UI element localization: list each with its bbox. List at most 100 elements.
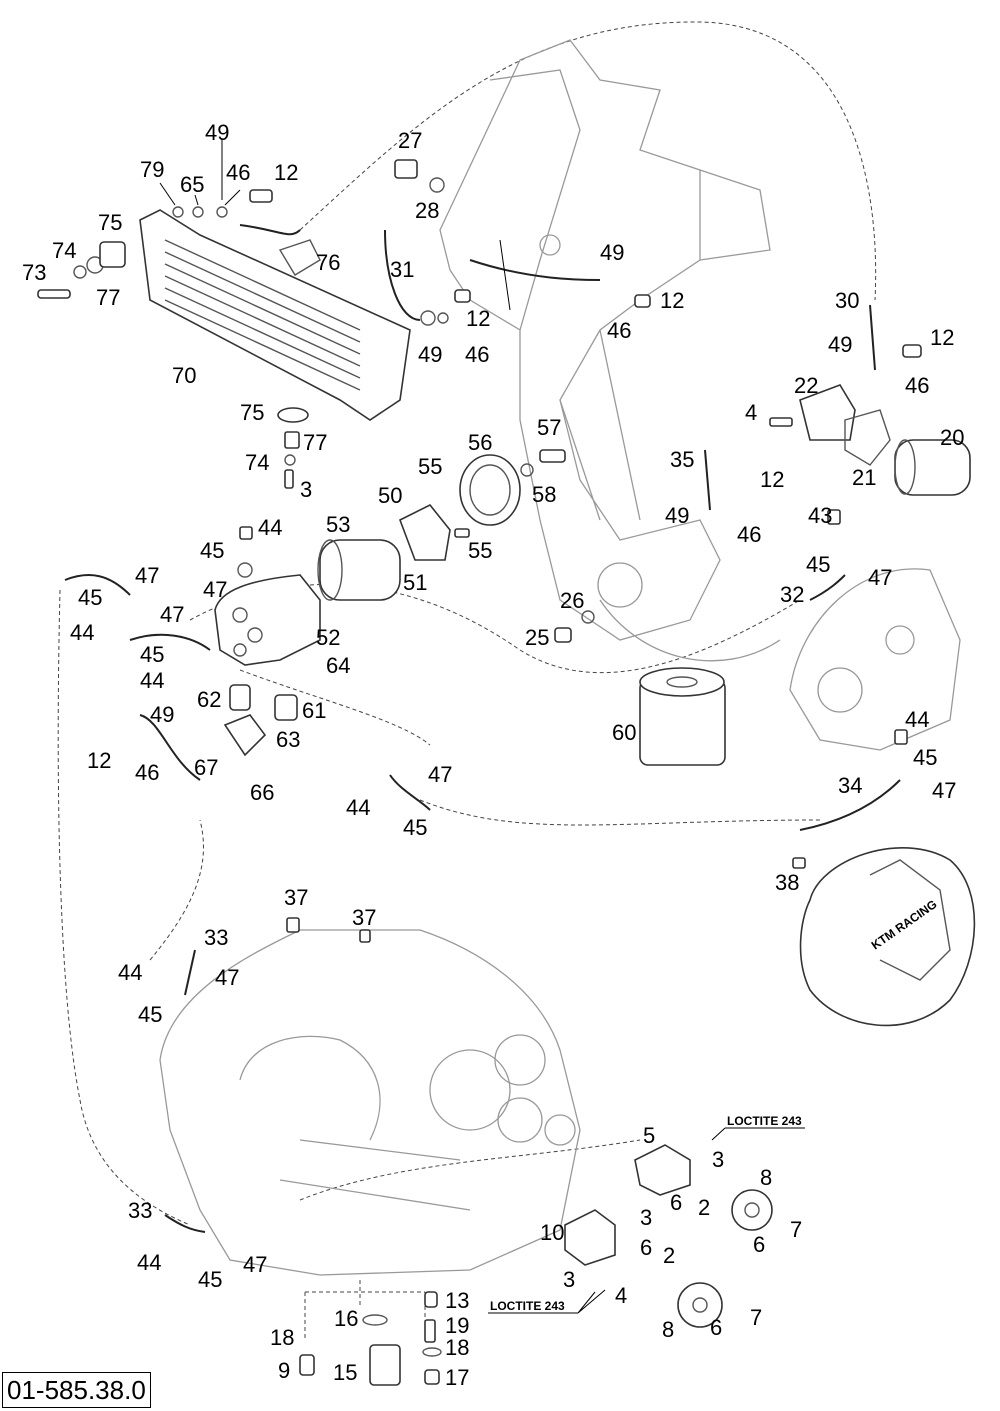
callout-7: 7 [750, 1305, 762, 1330]
callout-51: 51 [403, 570, 427, 595]
callout-2: 2 [663, 1243, 675, 1268]
spin-on-filter [639, 667, 726, 766]
callout-49: 49 [828, 332, 852, 357]
callout-64: 64 [326, 653, 350, 678]
callout-28: 28 [415, 198, 439, 223]
callout-12: 12 [87, 748, 111, 773]
callout-49: 49 [205, 120, 229, 145]
loctite-note-bottom: LOCTITE 243 [490, 1299, 565, 1313]
callout-32: 32 [780, 582, 804, 607]
callout-53: 53 [326, 512, 350, 537]
callout-19: 19 [445, 1313, 469, 1338]
callout-26: 26 [560, 588, 584, 613]
callout-45: 45 [140, 642, 164, 667]
callout-20: 20 [940, 425, 964, 450]
callout-10: 10 [540, 1220, 564, 1245]
oil-pumps [564, 1144, 773, 1328]
callout-62: 62 [197, 687, 221, 712]
callout-45: 45 [806, 552, 830, 577]
document-number: 01-585.38.0 [2, 1372, 151, 1408]
callout-3: 3 [563, 1267, 575, 1292]
callout-6: 6 [640, 1235, 652, 1260]
callout-3: 3 [300, 477, 312, 502]
callout-3: 3 [640, 1205, 652, 1230]
filter-housing [214, 574, 321, 666]
callout-33: 33 [128, 1198, 152, 1223]
callout-44: 44 [258, 515, 282, 540]
callout-73: 73 [22, 260, 46, 285]
callout-46: 46 [465, 342, 489, 367]
oil-lines [64, 224, 901, 1233]
frame-outline [439, 39, 781, 662]
callout-55: 55 [418, 454, 442, 479]
callout-12: 12 [466, 306, 490, 331]
oil-cooler [139, 209, 411, 421]
callout-47: 47 [160, 602, 184, 627]
callout-4: 4 [615, 1283, 627, 1308]
fasteners [37, 159, 922, 943]
callout-44: 44 [118, 960, 142, 985]
callout-46: 46 [607, 318, 631, 343]
callout-30: 30 [835, 288, 859, 313]
callout-12: 12 [660, 288, 684, 313]
callout-15: 15 [333, 1360, 357, 1385]
callout-46: 46 [905, 373, 929, 398]
callout-12: 12 [274, 160, 298, 185]
callout-45: 45 [913, 745, 937, 770]
callout-34: 34 [838, 773, 862, 798]
callout-6: 6 [670, 1190, 682, 1215]
callout-74: 74 [245, 450, 269, 475]
callout-6: 6 [753, 1232, 765, 1257]
mount-bracket [223, 684, 298, 757]
dashed-routing-lines [57, 21, 877, 1340]
callout-45: 45 [198, 1267, 222, 1292]
callout-60: 60 [612, 720, 636, 745]
callout-16: 16 [334, 1306, 358, 1331]
clutch-cover: KTM RACING [799, 847, 976, 1027]
callout-21: 21 [852, 465, 876, 490]
callout-5: 5 [643, 1123, 655, 1148]
callout-49: 49 [418, 342, 442, 367]
callout-47: 47 [243, 1252, 267, 1277]
engine-cover-outline [789, 568, 961, 751]
callout-35: 35 [670, 447, 694, 472]
callout-75: 75 [240, 400, 264, 425]
callout-44: 44 [346, 795, 370, 820]
callout-45: 45 [200, 538, 224, 563]
callout-74: 74 [52, 238, 76, 263]
callout-27: 27 [398, 128, 422, 153]
callout-3: 3 [712, 1147, 724, 1172]
callout-44: 44 [140, 668, 164, 693]
callout-45: 45 [78, 585, 102, 610]
callout-8: 8 [760, 1165, 772, 1190]
callout-37: 37 [284, 885, 308, 910]
callout-43: 43 [808, 503, 832, 528]
callout-56: 56 [468, 430, 492, 455]
leader-lines [159, 140, 511, 311]
callout-33: 33 [204, 925, 228, 950]
callout-31: 31 [390, 257, 414, 282]
filter-element [317, 539, 401, 601]
callout-47: 47 [215, 965, 239, 990]
callout-47: 47 [203, 577, 227, 602]
callout-45: 45 [138, 1002, 162, 1027]
callout-18: 18 [270, 1325, 294, 1350]
callout-77: 77 [303, 430, 327, 455]
callout-55: 55 [468, 538, 492, 563]
callout-25: 25 [525, 625, 549, 650]
callout-44: 44 [137, 1250, 161, 1275]
filter-cover-ring [398, 454, 521, 561]
callout-46: 46 [226, 160, 250, 185]
callout-47: 47 [932, 778, 956, 803]
crankcase-outline [159, 929, 581, 1276]
callout-44: 44 [70, 620, 94, 645]
drain-plugs [299, 1291, 442, 1386]
callout-44: 44 [905, 707, 929, 732]
callout-9: 9 [278, 1358, 290, 1383]
callout-22: 22 [794, 373, 818, 398]
callout-12: 12 [930, 325, 954, 350]
callout-38: 38 [775, 870, 799, 895]
callout-50: 50 [378, 483, 402, 508]
callout-49: 49 [665, 503, 689, 528]
callout-77: 77 [96, 285, 120, 310]
